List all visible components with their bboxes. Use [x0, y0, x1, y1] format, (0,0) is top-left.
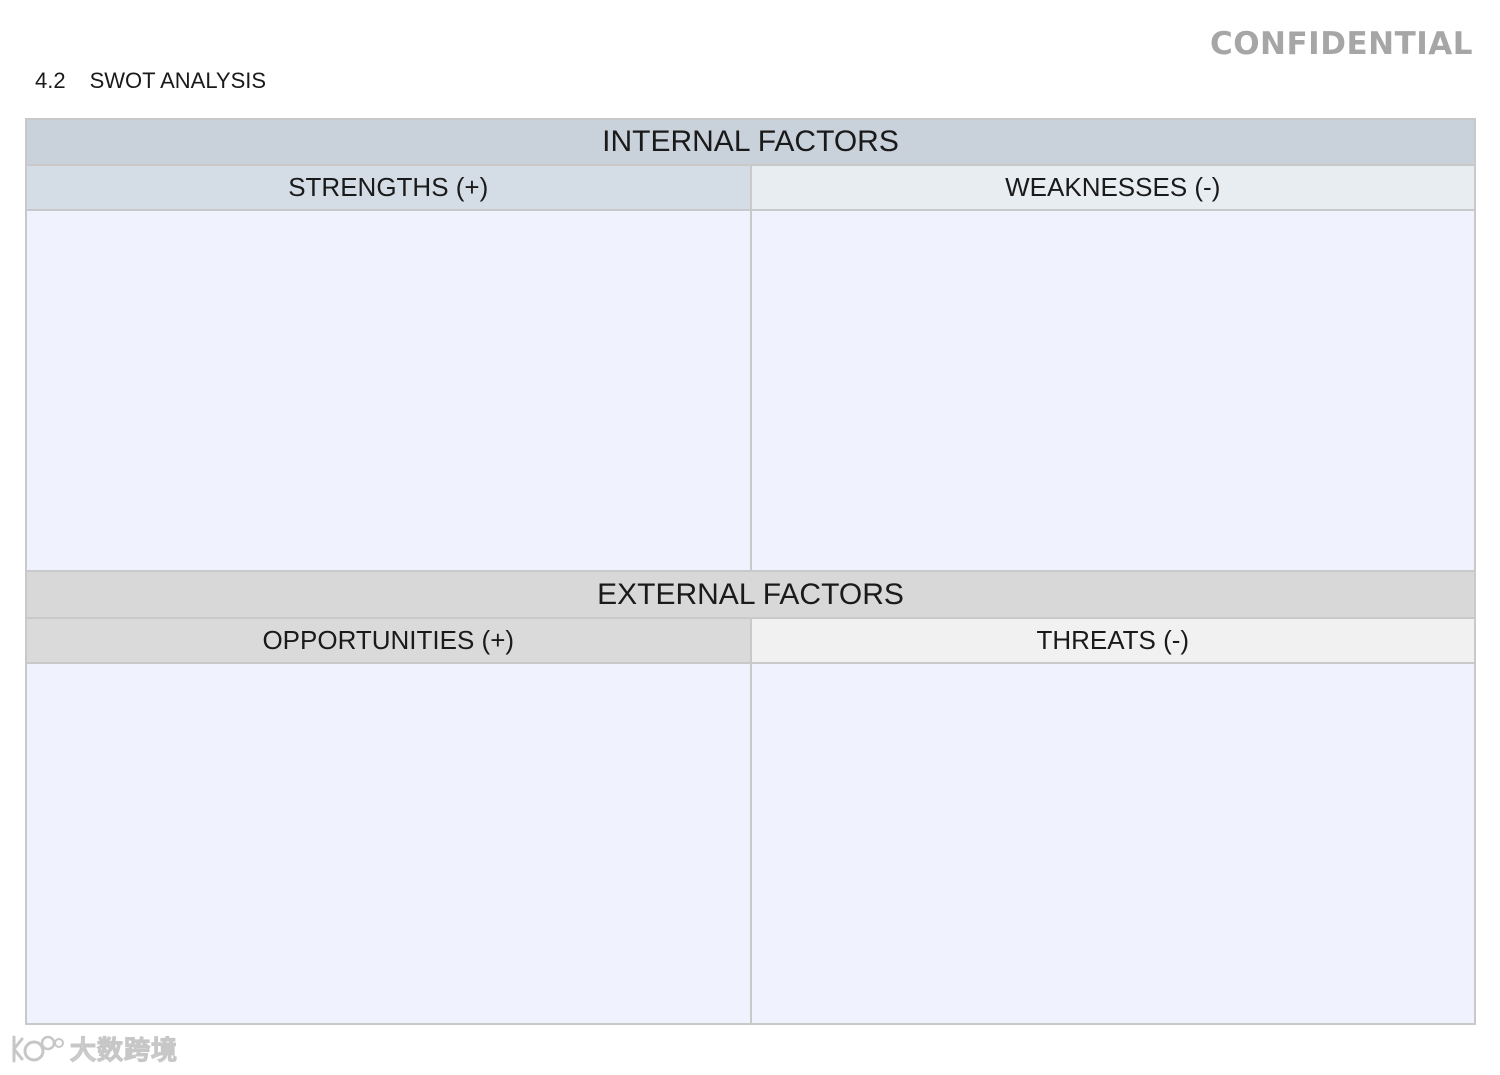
- swot-table: INTERNAL FACTORS STRENGTHS (+) WEAKNESSE…: [25, 117, 1476, 1026]
- section-title: SWOT ANALYSIS: [89, 68, 267, 93]
- watermark: 大数跨境: [10, 1030, 178, 1067]
- strengths-header: STRENGTHS (+): [25, 164, 752, 212]
- internal-factors-header: INTERNAL FACTORS: [25, 117, 1476, 167]
- external-factors-row: EXTERNAL FACTORS: [25, 570, 1476, 619]
- confidential-label: CONFIDENTIAL: [1209, 26, 1473, 62]
- section-number: 4.2: [35, 68, 66, 93]
- weaknesses-content-cell[interactable]: [749, 209, 1476, 573]
- weaknesses-header: WEAKNESSES (-): [749, 164, 1476, 212]
- external-content-row: [25, 661, 1476, 1026]
- opportunities-header: OPPORTUNITIES (+): [25, 616, 752, 664]
- external-factors-header: EXTERNAL FACTORS: [25, 570, 1476, 619]
- watermark-text: 大数跨境: [69, 1036, 179, 1067]
- opportunities-content-cell[interactable]: [25, 661, 752, 1026]
- internal-factors-row: INTERNAL FACTORS: [25, 117, 1476, 167]
- section-heading: 4.2 SWOT ANALYSIS: [35, 68, 266, 94]
- internal-content-row: [25, 209, 1476, 573]
- strengths-content-cell[interactable]: [25, 209, 752, 573]
- watermark-logo-icon: [12, 1035, 64, 1062]
- threats-content-cell[interactable]: [749, 661, 1476, 1026]
- internal-subheader-row: STRENGTHS (+) WEAKNESSES (-): [25, 164, 1476, 212]
- external-subheader-row: OPPORTUNITIES (+) THREATS (-): [25, 616, 1476, 664]
- threats-header: THREATS (-): [749, 616, 1476, 664]
